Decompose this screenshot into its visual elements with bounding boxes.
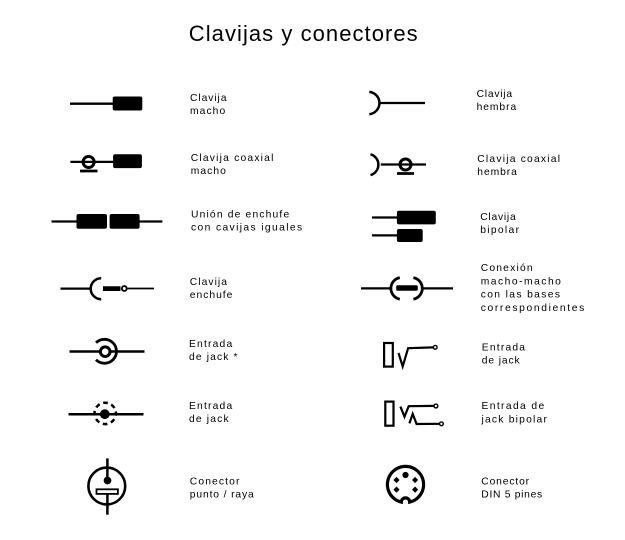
svg-text:Entrada: Entrada xyxy=(189,339,232,350)
svg-text:Clavija: Clavija xyxy=(190,277,227,288)
svg-text:Clavija: Clavija xyxy=(190,93,227,104)
svg-text:Conexión: Conexión xyxy=(481,263,533,274)
svg-text:de jack *: de jack * xyxy=(189,352,238,363)
svg-text:de jack: de jack xyxy=(482,355,521,366)
svg-text:Entrada: Entrada xyxy=(482,342,525,353)
svg-text:macho: macho xyxy=(191,166,226,177)
svg-text:Clavijas y conectores: Clavijas y conectores xyxy=(189,21,419,46)
svg-text:jack bipolar: jack bipolar xyxy=(481,414,548,425)
svg-text:bipolar: bipolar xyxy=(480,225,519,236)
svg-text:punto / raya: punto / raya xyxy=(190,489,254,500)
svg-text:con cavijas iguales: con cavijas iguales xyxy=(191,223,302,234)
svg-text:Conector: Conector xyxy=(481,477,529,488)
svg-text:Entrada: Entrada xyxy=(189,401,232,412)
svg-text:enchufe: enchufe xyxy=(190,290,233,301)
svg-text:DIN 5 pines: DIN 5 pines xyxy=(481,489,542,500)
svg-text:Clavija: Clavija xyxy=(477,89,513,100)
svg-text:macho: macho xyxy=(190,106,225,117)
svg-text:Clavija coaxial: Clavija coaxial xyxy=(477,154,560,165)
svg-text:Clavija coaxial: Clavija coaxial xyxy=(191,153,274,164)
svg-text:Entrada de: Entrada de xyxy=(482,401,545,412)
svg-text:Clavija: Clavija xyxy=(480,212,516,223)
svg-text:hembra: hembra xyxy=(477,167,517,178)
svg-text:macho-macho: macho-macho xyxy=(481,276,561,287)
svg-text:Conector: Conector xyxy=(190,477,240,488)
svg-text:Unión de enchufe: Unión de enchufe xyxy=(191,210,289,221)
svg-text:con las bases: con las bases xyxy=(481,290,560,301)
svg-text:hembra: hembra xyxy=(477,102,517,113)
